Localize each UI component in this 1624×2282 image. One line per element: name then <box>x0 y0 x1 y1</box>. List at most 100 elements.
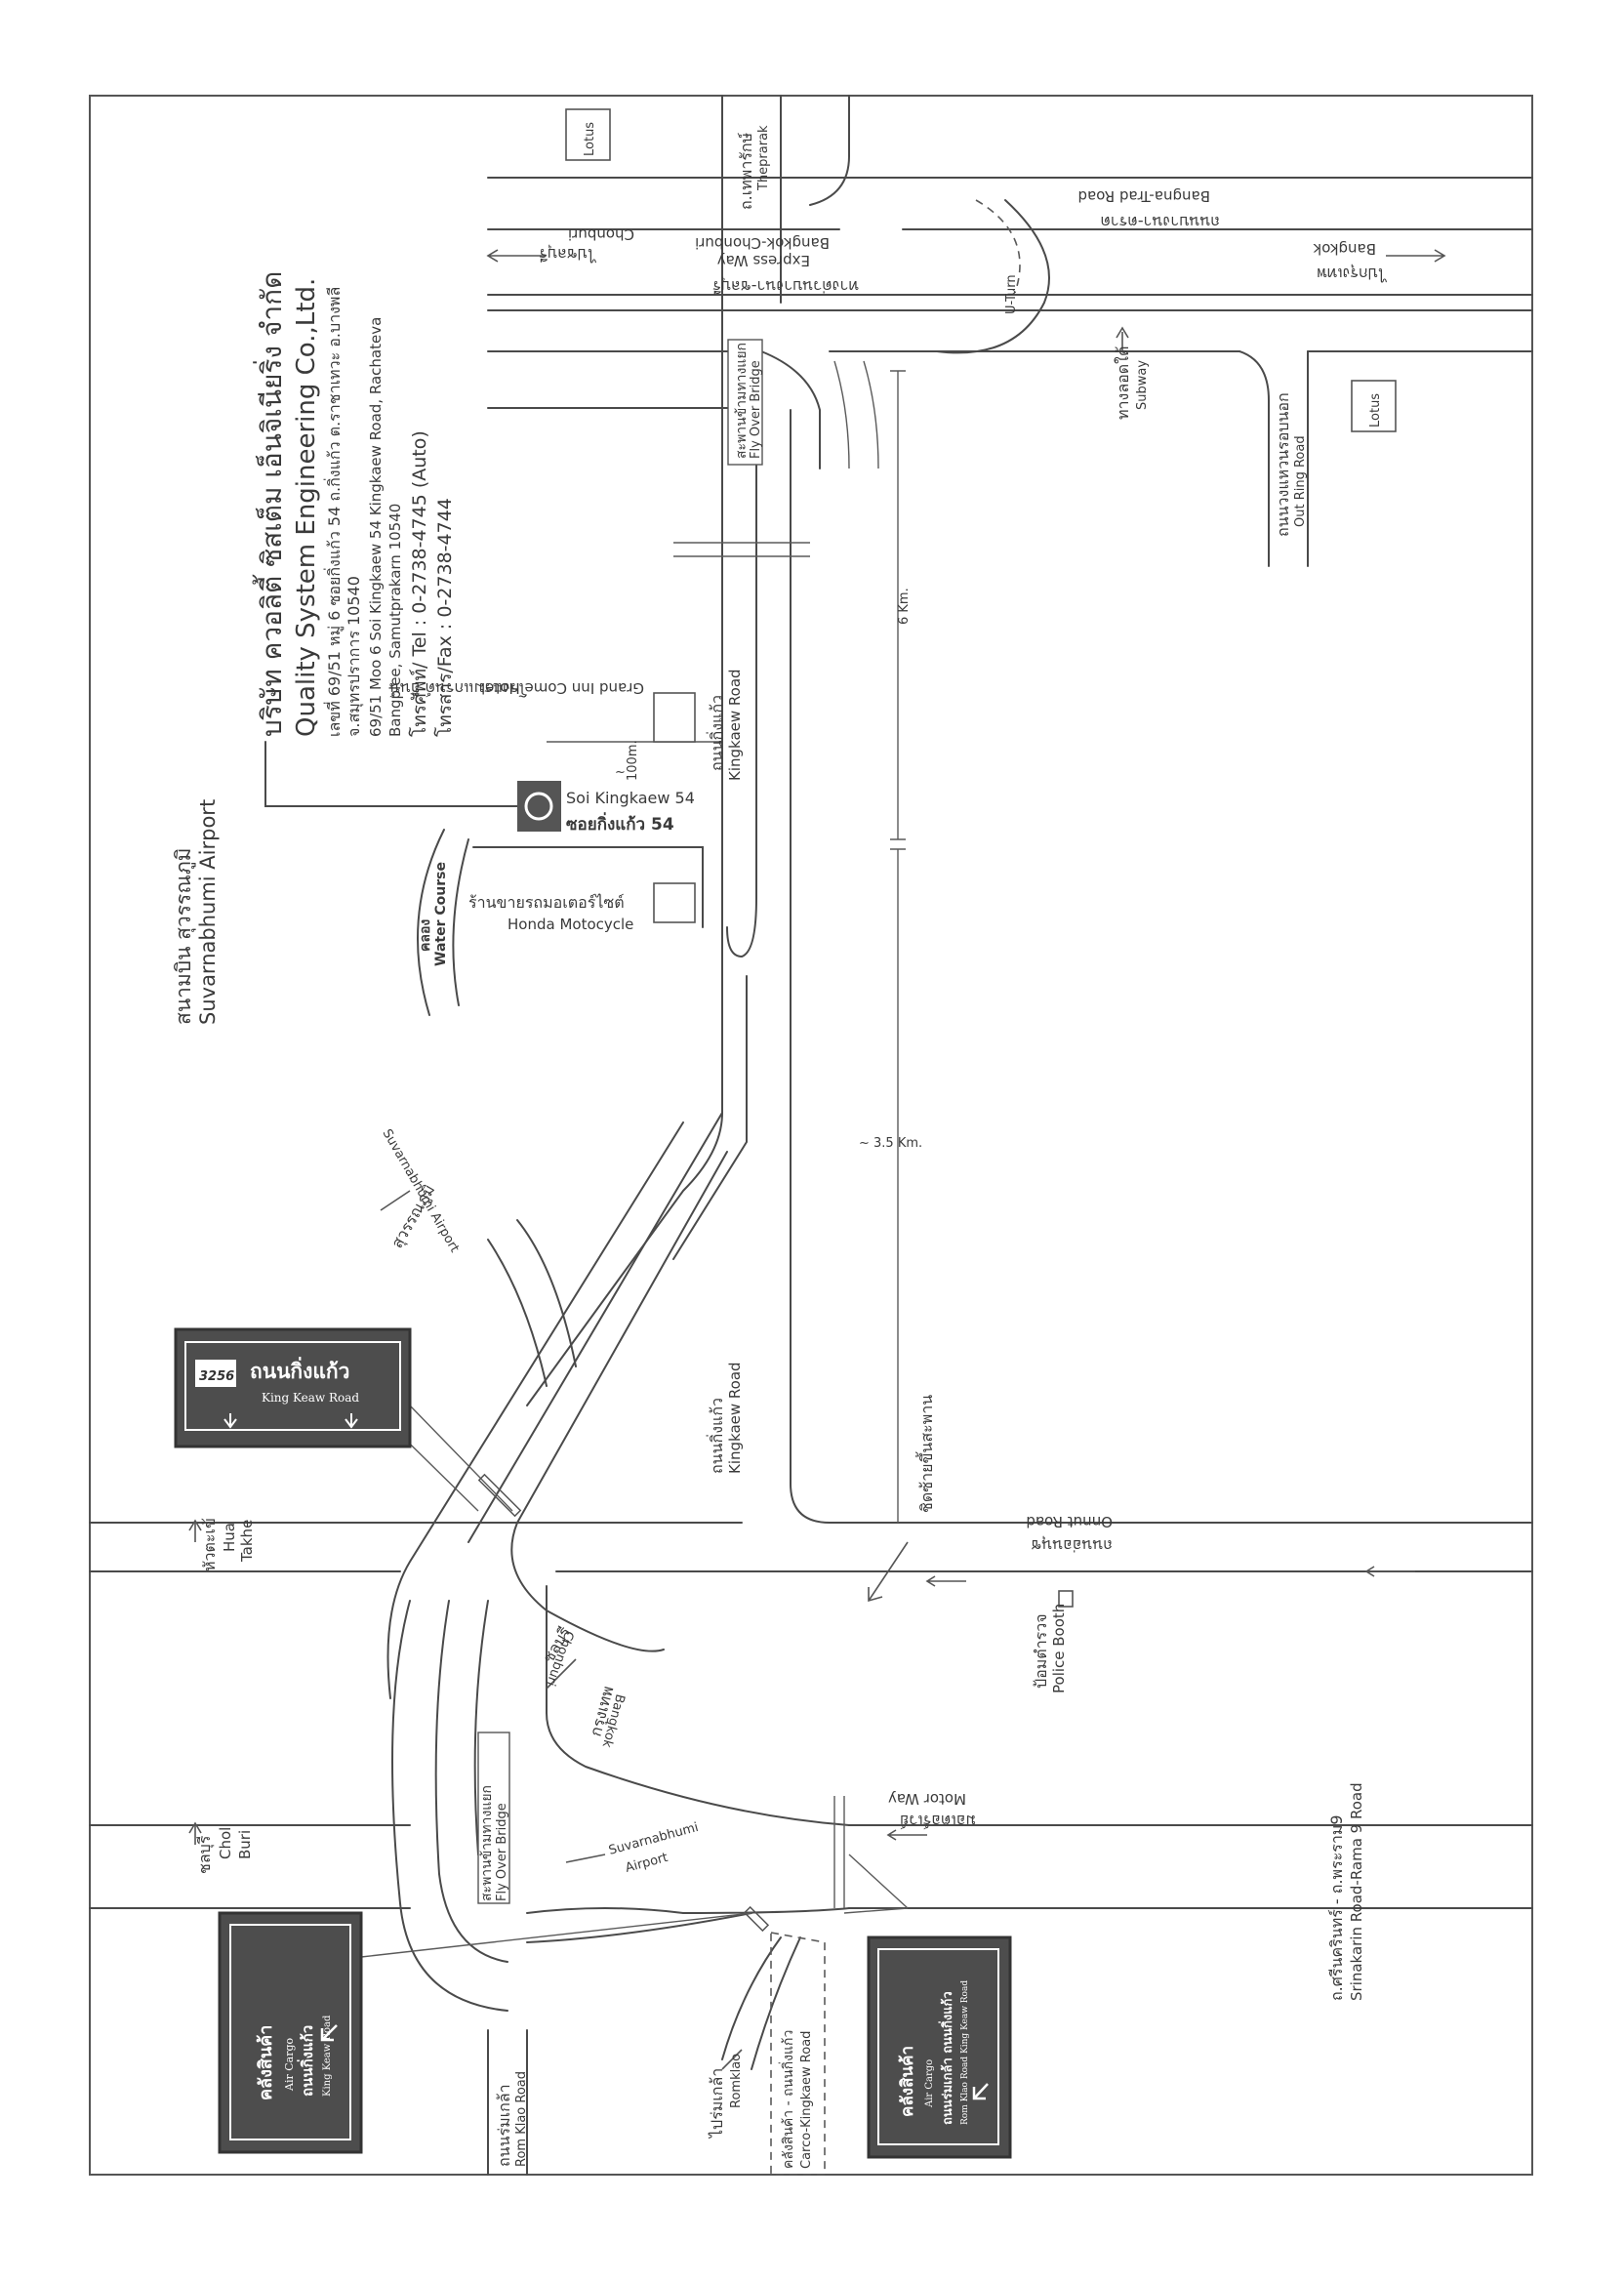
arrow-airport-lower <box>565 1854 606 1863</box>
arrow-romklao <box>721 2049 743 2070</box>
kingkaew-road-right <box>790 409 1533 1524</box>
arrow-airport-upper <box>380 1190 411 1211</box>
flyover-bottom-outer <box>391 1600 508 2012</box>
company-logo-mark <box>524 792 553 821</box>
company-addr-en-2: Bangplee, Samutprakarn 10540 <box>386 504 404 737</box>
sign-kingkaew: 3256 ถนนกิ่งแก้ว King Keaw Road <box>174 1327 412 1448</box>
sign-pointer-right <box>848 1854 909 1909</box>
bangkok-th: ไปกรุงเทพ <box>1317 264 1388 283</box>
sign-kingkaew-code: 3256 <box>199 1369 234 1384</box>
subway-en: Subway <box>1135 360 1150 410</box>
kingkaew-road-median <box>726 409 757 958</box>
cargo-box-dashed <box>770 1932 826 2176</box>
bridge-curve-2 <box>863 360 879 469</box>
bangkok-en: Bangkok <box>1313 240 1376 258</box>
sign-cargo-left-border <box>229 1924 351 2140</box>
sign-kingkaew-arrow-1 <box>223 1413 237 1429</box>
sign-cargo-right-th2: ถนนร่มเกล้า ถนนกิ่งแก้ว <box>938 1991 955 2125</box>
suvarnabhumi-bottom-en2: Airport <box>624 1851 670 1876</box>
sign-kingkaew-board <box>174 1327 412 1448</box>
motorway-branch-2 <box>751 1936 801 2070</box>
soi-label-th: ซอยกิ่งแก้ว 54 <box>566 812 674 835</box>
airport-title-en: Suvarnabhumi Airport <box>196 799 220 1025</box>
onnut-th: ถนนอ่อนนุช <box>1031 1535 1113 1555</box>
company-pointer <box>264 741 518 807</box>
distance-100m-tilde: ~ <box>615 765 626 780</box>
outer-ring-th: ถนนวงแหวนรอบนอก <box>1274 392 1292 537</box>
police-th: ป้อมตำรวจ <box>1032 1613 1050 1689</box>
hotel-en: Grand Inn Come Hotel <box>481 679 644 697</box>
airport-branch-2 <box>516 1219 577 1367</box>
expressway-en2: Bangkok-Chonburi <box>695 234 830 252</box>
sign-cargo-right-border <box>877 1948 999 2145</box>
bangna-trad-th: ถนนบางนา-ตราด <box>1100 213 1220 231</box>
company-fax: โทรสาร/Fax : 0-2738-4744 <box>433 498 456 737</box>
sign-cargo-left-en1: Air Cargo <box>283 2038 296 2092</box>
arrow-subway <box>1116 326 1129 351</box>
company-addr-th-2: จ.สมุทรปราการ 10540 <box>345 576 364 737</box>
labels: สนามบิน สุวรรณภูมิ Suvarnabhumi Airport … <box>172 122 1388 2169</box>
sign-cargo-right-en2: Rom Klao Road King Keaw Road <box>960 1980 970 2125</box>
sign-cargo-right-th1: คลังสินค้า <box>898 2046 917 2117</box>
water-th: คลอง <box>418 919 433 952</box>
arrow-onnut-1 <box>925 1575 966 1587</box>
distance-35km: ~ 3.5 Km. <box>859 1136 922 1151</box>
srinakarin-en: Srinakarin Road-Rama 9 Road <box>1348 1782 1365 2001</box>
outer-ring-en: Out Ring Road <box>1293 435 1308 527</box>
distance-6km: 6 Km. <box>897 588 912 625</box>
sign-kingkaew-th: ถนนกิ่งแก้ว <box>250 1356 349 1383</box>
honda-en: Honda Motocycle <box>508 916 633 933</box>
to-romklao-en: Romklao <box>729 2054 744 2108</box>
landmarks <box>264 108 1397 1608</box>
company-addr-th-1: เลขที่ 69/51 หมู่ 6 ซอยกิ่งแก้ว 54 ถ.กิ่… <box>323 287 345 737</box>
direction-arrows <box>188 249 1446 2070</box>
sign-cargo-left-board <box>218 1911 363 2154</box>
sign-cargo-left-arrow <box>320 2024 338 2042</box>
expressway-th: ทางด่วนบางนา-ชลบุรี <box>712 276 859 296</box>
cargo-kingkaew-en: Carco-Kingkaew Road <box>799 2031 814 2169</box>
water-course-right <box>452 838 469 1006</box>
road-network <box>89 95 1533 2176</box>
flyover-top-box <box>727 339 763 466</box>
flyover-bottom-en: Fly Over Bridge <box>495 1803 509 1901</box>
chonburi-top-en: Chonburi <box>568 225 634 243</box>
hua-takhe-th: หัวตะเข้ <box>200 1518 219 1571</box>
kingkaew-upper-th: ถนนกิ่งแก้ว <box>706 695 726 771</box>
sign-kingkaew-code-box <box>195 1360 236 1387</box>
arrow-chonburi-top <box>486 249 545 263</box>
uturn-label: U-Turn <box>1004 274 1019 314</box>
chonburi-top-th: ไปชลบุรี <box>539 244 597 264</box>
sign-cargo-right-arrow <box>972 2083 989 2100</box>
hotel-box <box>653 692 696 743</box>
road-break-top <box>673 542 810 557</box>
sign-cargo-right-en1: Air Cargo <box>924 2059 935 2108</box>
to-romklao-th: ไปร่มเกล้า <box>708 2068 726 2139</box>
flyover-curve-outer <box>809 95 850 206</box>
theprarak-th: ถ.เทพารักษ์ <box>737 132 755 210</box>
bridge-marker-3 <box>833 1796 845 1908</box>
turn-left-label: ชิดซ้ายขึ้นสะพาน <box>915 1395 936 1513</box>
srinakarin-th: ถ.ศรีนครินทร์ - ถ.พระราม9 <box>1327 1814 1346 2001</box>
honda-th: ร้านขายรถมอเตอร์ไซต์ <box>468 893 625 912</box>
airport-road-1 <box>386 1121 684 1699</box>
bangna-trad-en: Bangna-Trad Road <box>1078 187 1211 205</box>
cargo-kingkaew-th: คลังสินค้า - ถนนกิ่งแก้ว <box>779 2030 796 2169</box>
lower-band-line-5 <box>546 1585 850 1826</box>
kingkaew-lower-th: ถนนกิ่งแก้ว <box>706 1398 726 1474</box>
motorway-link <box>526 1912 752 1943</box>
chol-buri-th: ชลบุรี <box>195 1835 215 1874</box>
map-frame <box>89 95 1533 2176</box>
soi-kingkaew-54 <box>472 846 704 928</box>
lotus-box-top <box>565 108 611 161</box>
onnut-en: Onnut Road <box>1026 1513 1113 1530</box>
sign-kingkaew-en: King Keaw Road <box>262 1391 359 1405</box>
chol-buri-en1: Chol <box>217 1827 234 1859</box>
sign-cargo-right-board <box>867 1936 1012 2159</box>
subway-th: ทางลอดใต้ <box>1114 346 1132 420</box>
flyover-curve-inner <box>760 350 821 469</box>
soi-label-en: Soi Kingkaew 54 <box>566 789 695 807</box>
distance-100m: 100m. <box>626 740 640 781</box>
company-name-en: Quality System Engineering Co.,Ltd. <box>292 278 321 737</box>
airport-title-th: สนามบิน สุวรรณภูมิ <box>172 847 196 1025</box>
sign-pointer-top-2 <box>409 1405 513 1512</box>
